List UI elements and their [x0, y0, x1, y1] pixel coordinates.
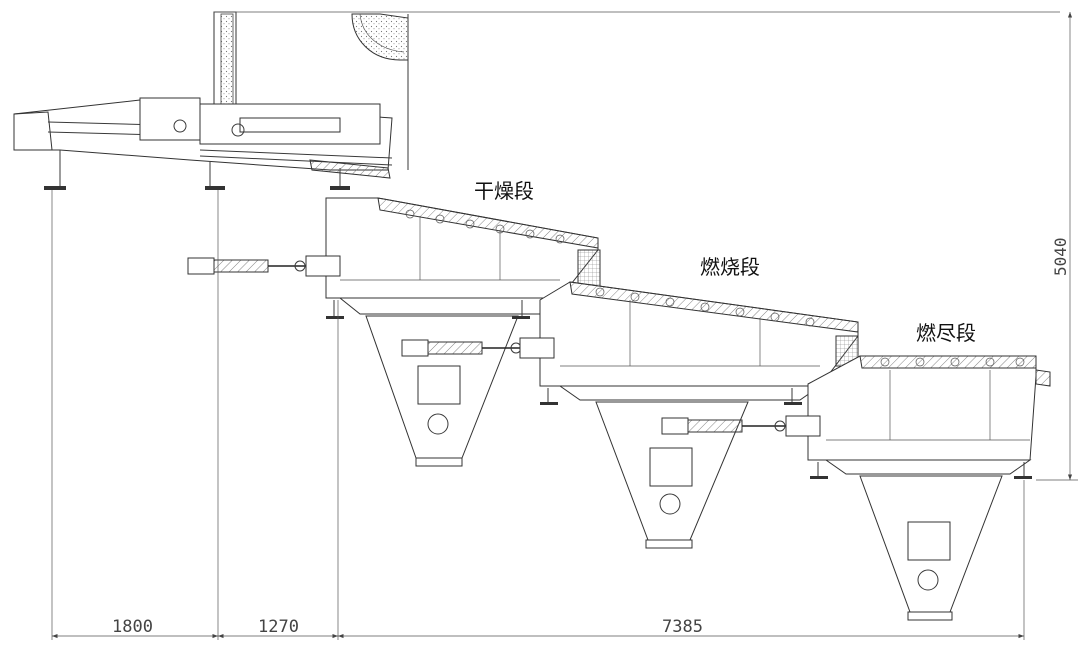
label-burnout-stage: 燃尽段	[916, 321, 976, 345]
hydraulic-cylinder-1	[187, 255, 341, 277]
dim-7385: 7385	[662, 617, 703, 637]
dim-1800: 1800	[112, 617, 153, 637]
burnout-stage	[807, 355, 1051, 621]
burning-stage	[539, 281, 859, 549]
hydraulic-cylinder-2	[401, 337, 555, 359]
label-burning-stage: 燃烧段	[700, 255, 760, 279]
dim-5040: 5040	[1051, 237, 1070, 276]
horizontal-dimension: 1800 1270 7385	[52, 617, 1024, 639]
vertical-dimension: 5040	[1051, 12, 1073, 480]
hydraulic-cylinder-3	[661, 415, 821, 437]
dim-1270: 1270	[258, 617, 299, 637]
grate-rollers-3	[880, 357, 1025, 367]
feed-chute	[213, 11, 1060, 170]
grate-rollers-1	[405, 209, 565, 244]
label-drying-stage: 干燥段	[474, 179, 534, 203]
feeder-assembly	[13, 97, 393, 190]
grate-rollers-2	[595, 287, 815, 327]
extension-lines	[51, 190, 1078, 640]
